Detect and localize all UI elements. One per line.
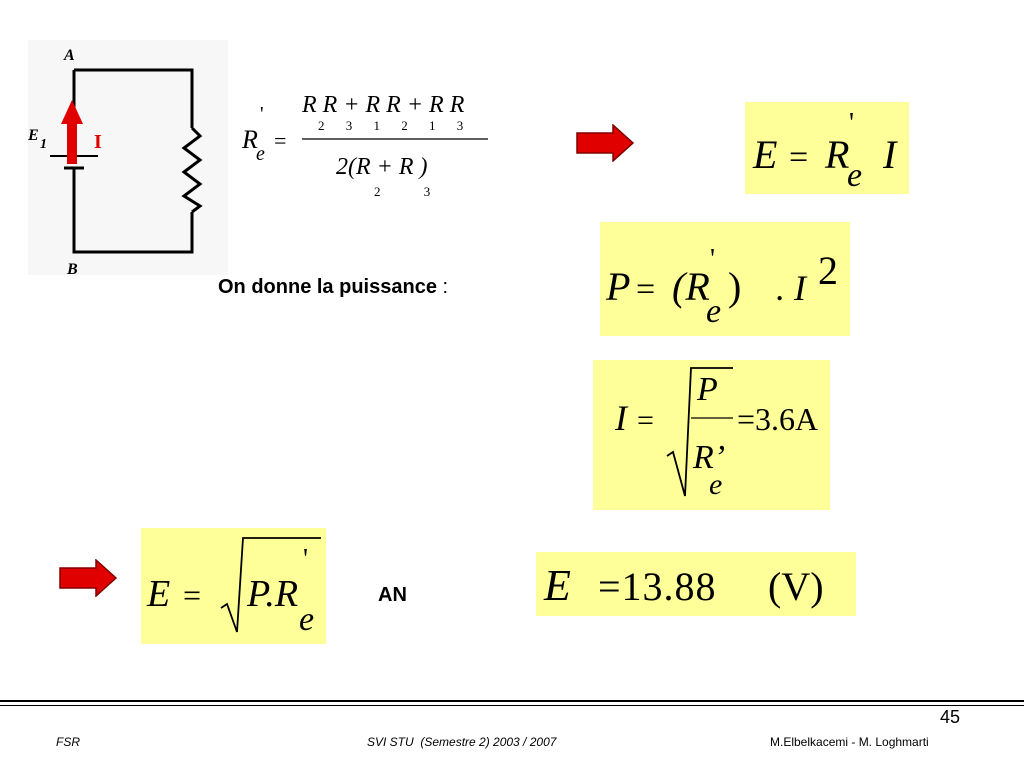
sqrt-icon [666, 367, 733, 497]
current-label: I [94, 131, 102, 153]
formula-e-sqrt: E = P.R ' e [141, 528, 326, 644]
i-den: R’ [692, 439, 725, 476]
formula-e-re-i: E = R ' e I [745, 102, 909, 194]
sqrt-icon [220, 537, 321, 633]
e1-equals: = [789, 139, 808, 176]
p-sub: e [706, 293, 721, 330]
circuit-diagram: A B E 1 I [22, 40, 232, 280]
footer-center: SVI STU (Semestre 2) 2003 / 2007 [367, 735, 557, 749]
e1-r: R [824, 132, 849, 177]
slide-number: 45 [940, 707, 961, 727]
source-subscript: 1 [40, 137, 47, 152]
footer-rule-top [0, 700, 1024, 702]
e1-i: I [882, 132, 898, 177]
e2-inner: P.R [246, 573, 298, 615]
p-dot-i: . I [776, 268, 808, 308]
source-label: E [27, 127, 39, 144]
formula-re: R ' e = R R + R R + R R 2 3 1 2 1 3 2(R … [236, 86, 496, 204]
re-numerator: R R + R R + R R [301, 92, 465, 118]
re-den-subscripts: 2 3 [374, 184, 430, 199]
wire-top [74, 68, 194, 128]
formula-i: I = P R’ e =3.6A [593, 360, 830, 510]
p-lhs: P [605, 264, 630, 309]
re-denominator: 2(R + R ) [336, 154, 428, 180]
i-equals: = [637, 404, 654, 437]
p-exp: 2 [818, 248, 838, 293]
node-a-label: A [63, 47, 75, 64]
re-equals: = [274, 128, 286, 153]
e1-prime: ' [849, 108, 854, 139]
circuit-svg: A B E 1 I [27, 40, 228, 278]
result-value: =13.88 [598, 564, 717, 609]
resistor [181, 126, 203, 214]
p-prime: ' [710, 244, 715, 275]
re-lhs-sub: e [256, 143, 265, 165]
power-label-text: On donne la puissance [218, 276, 437, 298]
current-arrow [61, 100, 83, 164]
re-num-subscripts: 2 3 1 2 1 3 [318, 118, 463, 133]
e2-lhs: E [146, 573, 170, 615]
footer-left: FSR [56, 735, 80, 749]
node-b-label: B [66, 261, 78, 278]
power-label-colon: : [442, 276, 449, 298]
i-lhs: I [614, 398, 629, 438]
right-arrow-icon [59, 559, 118, 597]
right-arrow-icon [576, 124, 635, 162]
wire-bottom [72, 168, 194, 254]
result-unit: (V) [768, 564, 824, 609]
p-equals: = [636, 271, 655, 308]
re-lhs-prime: ' [260, 103, 264, 125]
footer-rule-bottom [0, 705, 1024, 706]
result-box: E =13.88 (V) [536, 552, 856, 616]
p-open: (R [672, 264, 710, 309]
an-label: AN [378, 584, 407, 606]
formula-p: P = (R ' e ) . I 2 [600, 222, 850, 336]
e2-sub: e [299, 601, 314, 638]
result-lhs: E [543, 561, 571, 610]
formula-re-svg: R ' e = R R + R R + R R 2 3 1 2 1 3 2(R … [241, 92, 488, 199]
e2-equals: = [183, 577, 201, 613]
e1-lhs: E [752, 132, 777, 177]
e1-sub: e [847, 157, 862, 194]
i-den-sub: e [709, 468, 722, 501]
footer-right: M.Elbelkacemi - M. Loghmarti [770, 735, 929, 749]
i-num: P [696, 371, 718, 408]
re-lhs: R [241, 125, 258, 154]
p-close: ) [728, 264, 741, 309]
e2-prime: ' [303, 544, 308, 575]
power-label: On donne la puissance : [218, 276, 448, 299]
i-result: =3.6A [737, 401, 818, 437]
